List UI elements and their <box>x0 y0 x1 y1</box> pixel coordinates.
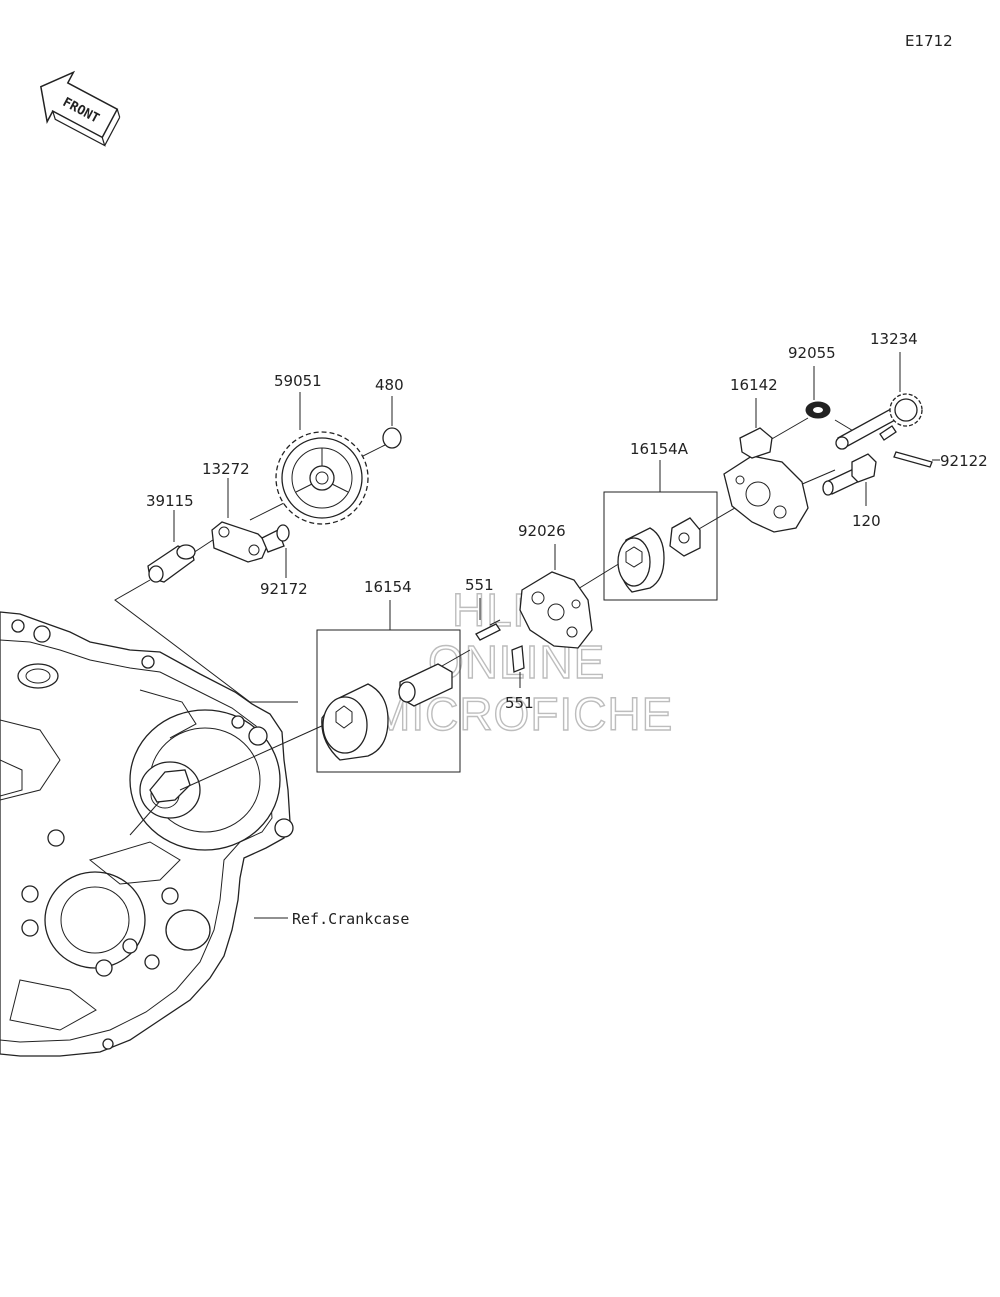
label-16154: 16154 <box>364 578 412 596</box>
part-39115-shaft <box>147 544 196 583</box>
label-59051: 59051 <box>274 372 322 390</box>
part-59051-gear <box>275 431 369 525</box>
label-16154A: 16154A <box>630 440 689 458</box>
part-92055-seal <box>805 401 831 419</box>
label-551-lower: 551 <box>505 694 534 712</box>
label-13234: 13234 <box>870 330 918 348</box>
part-16142-pump-body <box>723 427 809 533</box>
ref-crankcase-label: Ref.Crankcase <box>292 910 409 928</box>
part-16154A-inner-rotor <box>669 517 701 557</box>
part-13272-plate <box>211 521 269 563</box>
diagram-code: E1712 <box>905 32 953 50</box>
label-39115: 39115 <box>146 492 194 510</box>
part-120-bolt <box>822 453 877 496</box>
part-16154-outer-rotor <box>321 683 389 761</box>
part-13234-shaft <box>835 393 923 450</box>
label-92122: 92122 <box>940 452 988 470</box>
crankcase-drawing: Ref.Crankcase <box>0 611 409 1057</box>
label-92026: 92026 <box>518 522 566 540</box>
label-16142: 16142 <box>730 376 778 394</box>
label-13272: 13272 <box>202 460 250 478</box>
front-arrow-icon: FRONT <box>40 70 121 147</box>
label-120: 120 <box>852 512 881 530</box>
assembly-lines <box>114 417 856 791</box>
group-box-16154 <box>316 629 461 773</box>
part-551-pin-upper <box>475 623 501 641</box>
label-92055: 92055 <box>788 344 836 362</box>
label-480: 480 <box>375 376 404 394</box>
part-551-pin-lower <box>511 645 525 673</box>
part-16154-inner-rotor <box>398 663 453 707</box>
part-92172-screw <box>261 524 290 553</box>
part-92122-pin <box>893 451 933 468</box>
part-480-circlip <box>382 427 402 449</box>
label-92172: 92172 <box>260 580 308 598</box>
part-92026-plate <box>519 571 593 649</box>
label-551-upper: 551 <box>465 576 494 594</box>
part-16154A-outer-rotor <box>617 527 665 593</box>
